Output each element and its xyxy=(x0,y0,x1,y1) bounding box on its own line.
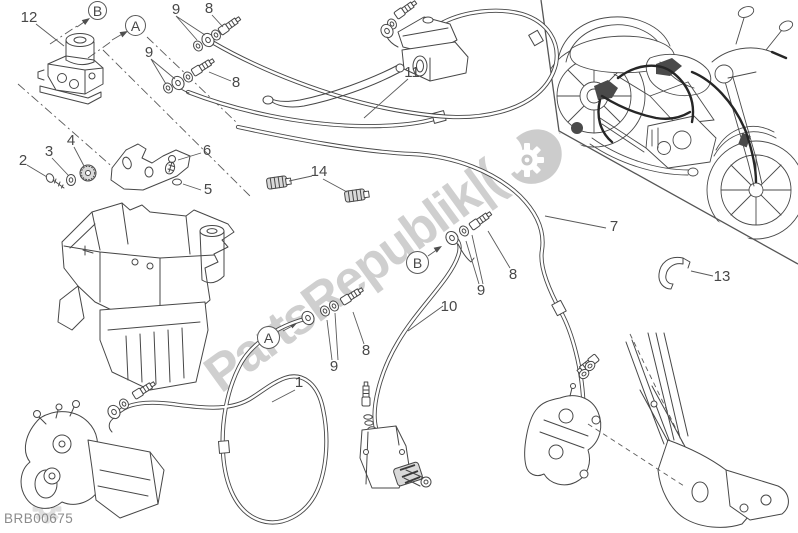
abs-carrier-tray xyxy=(57,202,235,391)
banjo-set-section-a xyxy=(299,285,365,328)
brake-hose-7 xyxy=(235,124,586,421)
banjo-set-section-b xyxy=(442,209,494,263)
screw-part6 xyxy=(167,155,176,173)
mounting-bracket xyxy=(110,143,191,191)
front-fork-leg xyxy=(587,332,789,528)
brake-hose-1 xyxy=(117,316,329,525)
hose-clamp-14-left xyxy=(266,175,292,190)
washer-part3 xyxy=(66,174,76,186)
callout-leader-lines xyxy=(26,14,714,403)
clamp-13 xyxy=(658,256,691,290)
abs-unit-on-bike xyxy=(594,80,618,100)
gear-icon xyxy=(510,143,544,177)
inset-separator xyxy=(540,0,798,265)
hose-clamp-14-right xyxy=(344,188,370,203)
diagram-code: BRB00675 xyxy=(4,511,74,526)
front-wheel-spokes xyxy=(720,154,792,226)
banjo-set-top-lower xyxy=(161,56,216,96)
washer-part5 xyxy=(172,178,182,186)
brake-hose-11-upper xyxy=(209,8,559,120)
grommet-part4 xyxy=(79,164,97,182)
front-brake-caliper xyxy=(524,383,602,486)
front-master-cylinder xyxy=(262,0,469,108)
banjo-set-rear-caliper xyxy=(105,379,157,422)
rear-master-cylinder xyxy=(359,381,432,489)
motorcycle-inset xyxy=(542,6,798,240)
abs-unit xyxy=(37,33,104,105)
brake-hose-11-lower xyxy=(185,89,447,129)
screw-part2 xyxy=(45,173,65,189)
brake-hose-10 xyxy=(372,234,462,431)
rear-brake-caliper xyxy=(20,400,165,519)
